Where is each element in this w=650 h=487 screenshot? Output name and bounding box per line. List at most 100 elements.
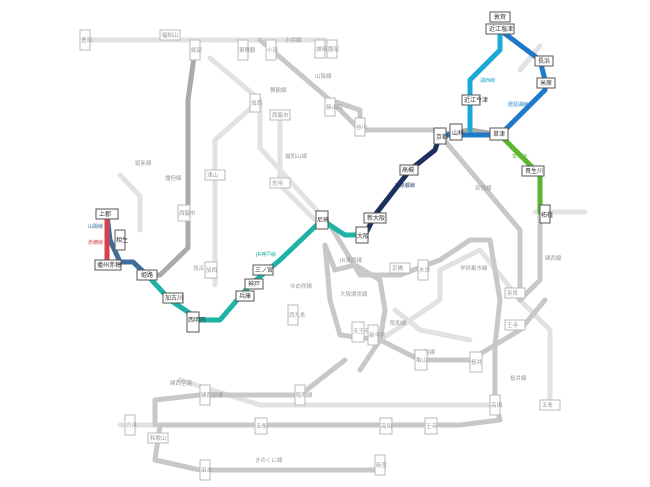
- station-amagasaki[interactable]: [315, 210, 329, 230]
- station-kasai-2-label: 加西: [206, 266, 218, 274]
- station-sasayamaguchi[interactable]: [324, 97, 336, 117]
- station-hineno[interactable]: [294, 384, 306, 406]
- station-gojo-label: 五条: [542, 401, 554, 409]
- station-osaka[interactable]: [355, 226, 369, 244]
- station-omi-imazu[interactable]: [461, 94, 481, 106]
- station-oji-2-label: 王寺: [426, 422, 438, 430]
- station-fukuchiyama[interactable]: [159, 29, 181, 41]
- station-ayabe[interactable]: [189, 39, 201, 61]
- biwako-line-label: 琵琶湖線: [508, 101, 528, 108]
- station-takada[interactable]: [489, 394, 501, 416]
- station-nara[interactable]: [504, 287, 526, 299]
- station-takada-2[interactable]: [379, 417, 393, 435]
- station-nishi-kujo[interactable]: [287, 304, 299, 326]
- station-tanigawa[interactable]: [354, 117, 366, 137]
- station-hineno-label: 阪和線: [296, 391, 313, 399]
- station-shingu[interactable]: [374, 454, 386, 476]
- station-tsuyama[interactable]: [204, 169, 226, 181]
- station-omi-shiotsu-label: 近江塩津: [489, 25, 513, 33]
- station-nishiwaki-2-label: 西脇市: [179, 209, 196, 217]
- station-obama[interactable]: [265, 39, 277, 61]
- station-kameyama-label: 亀山: [416, 356, 427, 364]
- station-shin-imamiya[interactable]: [367, 324, 379, 346]
- station-kibukawa[interactable]: [521, 165, 545, 177]
- station-sonobe-label: 園部: [328, 45, 340, 53]
- station-tsuge-label: 柘植: [541, 211, 553, 219]
- minor-lines: [81, 37, 588, 428]
- station-gojo-2[interactable]: [254, 417, 268, 435]
- station-kobe-label: 神戸: [248, 280, 260, 288]
- station-hyogo-label: 兵庫: [239, 292, 251, 300]
- station-tennoji[interactable]: [351, 321, 365, 343]
- station-kamigori-label: 上郡: [99, 210, 111, 218]
- station-banshu-ako[interactable]: [94, 259, 122, 271]
- station-kizu[interactable]: [417, 259, 429, 281]
- bantan-line-label: 播但線: [165, 174, 182, 182]
- station-nishiwaki-2[interactable]: [177, 204, 191, 222]
- sanin-line-label: 山陰線: [315, 72, 332, 80]
- station-nishi-kujo-label: 西九条: [289, 311, 306, 319]
- station-nishiwakishi-label: 西脇市: [272, 111, 289, 119]
- station-kameyama[interactable]: [414, 349, 428, 371]
- gakkentoshi-line-label: 学研都市線: [460, 264, 488, 272]
- station-omi-shiotsu[interactable]: [485, 23, 515, 35]
- station-kyoto-2[interactable]: [314, 39, 326, 59]
- station-kansai-airport[interactable]: [199, 384, 211, 406]
- station-wakayama-label: 和歌山: [150, 434, 167, 442]
- station-sannomiya[interactable]: [252, 264, 274, 276]
- station-oji[interactable]: [504, 319, 526, 331]
- station-kyoto[interactable]: [433, 127, 447, 145]
- station-maibara-label: 米原: [540, 79, 552, 87]
- station-sayo[interactable]: [269, 177, 291, 189]
- station-sonobe[interactable]: [326, 39, 338, 59]
- station-maizuru-label: 東舞鶴: [239, 46, 256, 54]
- station-nishi-akashi[interactable]: [186, 311, 200, 333]
- station-kyobashi[interactable]: [389, 262, 411, 274]
- station-kushimoto[interactable]: [199, 459, 211, 481]
- station-sasayamaguchi-label: 篠山口: [326, 103, 343, 111]
- station-aioi[interactable]: [114, 229, 126, 251]
- station-nagahama[interactable]: [534, 55, 554, 67]
- station-kobe[interactable]: [244, 278, 264, 290]
- station-kasai[interactable]: [249, 93, 261, 113]
- station-obama-label: 小浜: [267, 46, 279, 54]
- tozai-line-label: JR東西線: [339, 256, 362, 264]
- jr-kyoto-line-label: JR京都線: [394, 182, 415, 189]
- station-kusatsu[interactable]: [489, 127, 509, 141]
- kansai-line-label: 関西線: [545, 254, 562, 262]
- faint-line-labels: 山陰線 播但線 加古川線 福知山線 奈良線 関西線 学研都市線 JR東西線 大阪…: [135, 36, 562, 464]
- station-tsuruga[interactable]: [489, 11, 511, 23]
- station-tsuruga-label: 敦賀: [494, 13, 506, 21]
- station-aioi-label: 相生: [116, 236, 128, 244]
- station-nagahama-label: 長浜: [538, 57, 550, 65]
- station-kyobashi-label: 京橋: [392, 264, 404, 272]
- station-maibara[interactable]: [536, 77, 556, 89]
- kakogawa-line-label: 加古川線: [193, 264, 216, 272]
- station-takatsuki[interactable]: [399, 164, 419, 176]
- station-shin-osaka[interactable]: [363, 212, 387, 224]
- station-kyoto-label: 京都: [436, 133, 448, 141]
- line-labels: 湖西線 琵琶湖線 草津線 JR京都線 JR神戸線 山陽線 赤穂線: [88, 77, 528, 258]
- station-tennoji-label: 天王寺: [353, 327, 370, 335]
- station-toyooka[interactable]: [79, 29, 91, 51]
- station-sakurai[interactable]: [469, 351, 483, 373]
- station-kakogawa[interactable]: [162, 292, 184, 304]
- kishin-line-label: 姫新線: [135, 159, 152, 167]
- station-gojo[interactable]: [539, 399, 561, 411]
- station-shirahama[interactable]: [124, 414, 136, 436]
- station-kamigori[interactable]: [95, 208, 119, 220]
- station-yamashina[interactable]: [449, 123, 463, 141]
- station-takatsuki-label: 高槻: [402, 166, 414, 174]
- jr-kobe-line-label: JR神戸線: [255, 251, 276, 258]
- station-oji-2[interactable]: [424, 417, 438, 435]
- station-himeji[interactable]: [136, 269, 158, 281]
- station-hyogo[interactable]: [235, 290, 255, 302]
- station-takada-2-label: 高田: [381, 422, 392, 430]
- station-tsuge[interactable]: [539, 204, 551, 224]
- fukuchiyama-line-label: 福知山線: [285, 152, 308, 160]
- station-kusatsu-label: 草津: [493, 130, 505, 138]
- station-nishiwakishi[interactable]: [269, 109, 291, 121]
- station-wakayama[interactable]: [147, 432, 169, 444]
- station-kasai-2[interactable]: [204, 261, 218, 279]
- station-maizuru[interactable]: [237, 39, 249, 61]
